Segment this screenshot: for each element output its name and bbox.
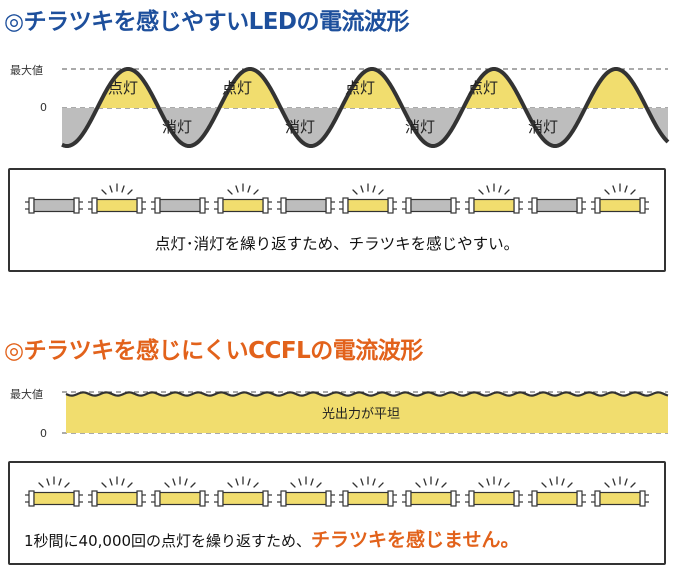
led-on-label-1: 点灯 <box>108 79 138 97</box>
led-on-area <box>220 69 280 108</box>
glow-rays-icon <box>604 183 636 195</box>
lamp-dim-icon <box>528 197 586 214</box>
led-axis-zero-label: 0 <box>40 101 47 114</box>
lamp-lit-icon <box>590 476 649 507</box>
lamp-lit-icon <box>465 183 524 214</box>
lamp-lit-icon <box>87 183 146 214</box>
led-off-area <box>403 108 463 146</box>
led-off-label-2: 消灯 <box>285 118 315 136</box>
led-lamp-1 <box>24 182 84 216</box>
ccfl-lamp-10 <box>590 475 650 509</box>
glow-rays-icon <box>541 476 573 488</box>
ccfl-flat-label: 光出力が平坦 <box>322 407 400 422</box>
glow-rays-icon <box>289 476 322 488</box>
led-on-area <box>464 69 524 108</box>
glow-rays-icon <box>352 476 385 488</box>
ccfl-caption-plain: 1秒間に40,000回の点灯を繰り返すため、 <box>24 532 312 550</box>
led-off-area <box>159 108 219 146</box>
led-lamp-box: 点灯･消灯を繰り返すため、チラツキを感じやすい。 <box>8 168 666 272</box>
led-wave-curve <box>61 66 670 149</box>
lamp-dim-icon <box>150 197 209 214</box>
lamp-lit-icon <box>150 476 209 507</box>
led-on-area <box>98 69 158 108</box>
glow-rays-icon <box>478 183 510 195</box>
led-off-area <box>281 108 341 146</box>
led-lamp-row <box>24 182 650 216</box>
glow-rays-icon <box>101 183 133 195</box>
lamp-dim-icon <box>402 197 461 214</box>
ccfl-lamp-9 <box>527 475 587 509</box>
led-on-label-2: 点灯 <box>222 79 252 97</box>
glow-rays-icon <box>38 476 70 488</box>
led-lamp-9 <box>527 182 587 216</box>
lamp-lit-icon <box>276 476 335 507</box>
led-off-area <box>62 108 97 146</box>
led-on-area <box>586 69 646 108</box>
ccfl-caption-emphasis: チラツキを感じません。 <box>311 529 520 551</box>
ccfl-lamp-box: 1秒間に40,000回の点灯を繰り返すため、チラツキを感じません。 <box>8 461 666 565</box>
led-off-label-3: 消灯 <box>405 118 435 136</box>
glow-rays-icon <box>352 183 385 195</box>
led-on-area <box>342 69 402 108</box>
led-axis-max-label: 最大値 <box>10 64 43 77</box>
led-section-title: ◎チラツキを感じやすいLEDの電流波形 <box>4 9 410 35</box>
ccfl-lamp-2 <box>87 475 147 509</box>
lamp-lit-icon <box>87 476 146 507</box>
led-lamp-8 <box>464 182 524 216</box>
glow-rays-icon <box>226 183 259 195</box>
lamp-lit-icon <box>465 476 524 507</box>
lamp-lit-icon <box>213 476 272 507</box>
led-lamp-6 <box>338 182 398 216</box>
led-lamp-10 <box>590 182 650 216</box>
led-lamp-2 <box>87 182 147 216</box>
led-lamp-3 <box>150 182 210 216</box>
ccfl-lamp-row <box>24 475 650 509</box>
led-on-label-4: 点灯 <box>468 79 498 97</box>
led-off-label-1: 消灯 <box>162 118 192 136</box>
ccfl-axis-zero-label: 0 <box>40 427 47 440</box>
lamp-lit-icon <box>402 476 461 507</box>
led-lamp-5 <box>276 182 336 216</box>
glow-rays-icon <box>164 476 196 488</box>
ccfl-lamp-7 <box>401 475 461 509</box>
lamp-lit-icon <box>213 183 272 214</box>
ccfl-lamp-5 <box>276 475 336 509</box>
ccfl-lamp-4 <box>213 475 273 509</box>
led-off-label-4: 消灯 <box>528 118 558 136</box>
led-lamp-7 <box>401 182 461 216</box>
glow-rays-icon <box>604 476 636 488</box>
glow-rays-icon <box>478 476 510 488</box>
ccfl-lamp-3 <box>150 475 210 509</box>
led-off-area <box>525 108 585 146</box>
ccfl-lamp-1 <box>24 475 84 509</box>
ccfl-section-title: ◎チラツキを感じにくいCCFLの電流波形 <box>4 338 423 364</box>
ccfl-output-area <box>66 392 668 433</box>
led-caption: 点灯･消灯を繰り返すため、チラツキを感じやすい。 <box>154 235 520 253</box>
lamp-lit-icon <box>339 476 398 507</box>
led-lamp-4 <box>213 182 273 216</box>
ccfl-axis-max-label: 最大値 <box>10 388 43 401</box>
lamp-lit-icon <box>25 476 83 507</box>
lamp-lit-icon <box>590 183 649 214</box>
lamp-lit-icon <box>528 476 586 507</box>
ccfl-lamp-6 <box>338 475 398 509</box>
lamp-lit-icon <box>339 183 398 214</box>
ccfl-lamp-8 <box>464 475 524 509</box>
led-waveform: 点灯 点灯 点灯 点灯 消灯 消灯 消灯 消灯 <box>61 66 670 149</box>
led-on-label-3: 点灯 <box>345 79 375 97</box>
glow-rays-icon <box>415 476 447 488</box>
ccfl-caption: 1秒間に40,000回の点灯を繰り返すため、チラツキを感じません。 <box>24 525 519 552</box>
lamp-dim-icon <box>276 197 335 214</box>
glow-rays-icon <box>226 476 259 488</box>
glow-rays-icon <box>101 476 133 488</box>
lamp-dim-icon <box>25 197 83 214</box>
ccfl-waveform: 光出力が平坦 <box>62 391 669 434</box>
ccfl-ripple-curve <box>65 391 669 397</box>
